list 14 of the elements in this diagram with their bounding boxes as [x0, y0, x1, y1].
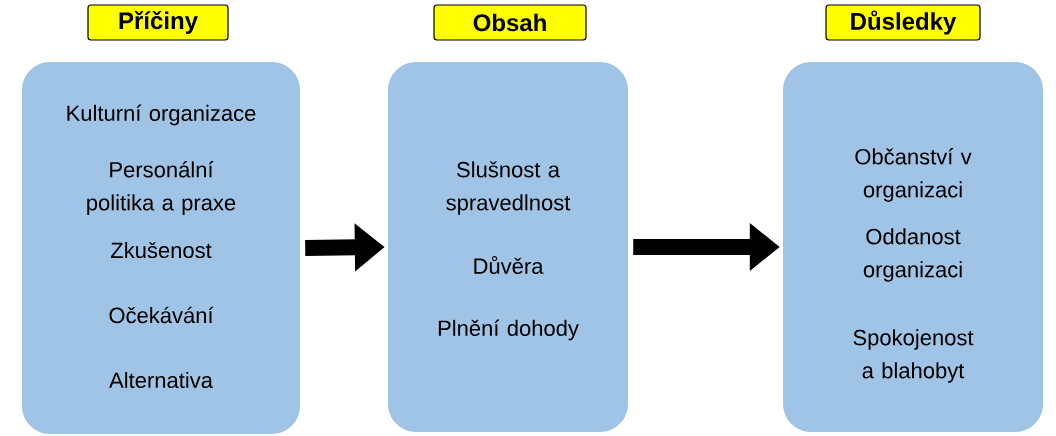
item-text: Oddanost organizaci: [863, 228, 962, 282]
item-text: Důvěra: [474, 256, 544, 274]
item-text: Plnění dohody: [438, 319, 579, 341]
item-text: Občanství v organizaci: [855, 148, 972, 202]
item-text: Očekávání: [109, 306, 214, 324]
item-text: Spokojenost a blahobyt: [853, 329, 974, 383]
header-label: Příčiny: [87, 4, 229, 41]
item-text: Slušnost a spravedlnost: [446, 161, 571, 215]
header-label: Důsledky: [825, 4, 981, 41]
item-text: Zkušenost: [110, 241, 212, 259]
item-text: Alternativa: [109, 371, 213, 389]
item-text: Personální politika a praxe: [87, 161, 236, 215]
item-text: Kulturní organizace: [67, 104, 256, 126]
header-label: Obsah: [433, 4, 587, 41]
